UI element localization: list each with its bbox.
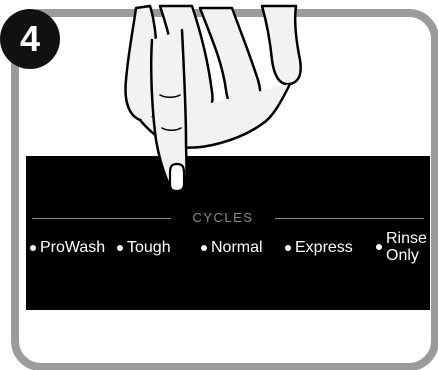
cycle-option-label: Tough [127, 239, 171, 257]
cycle-option-label-line2: Only [386, 247, 427, 264]
cycle-option-label-stack: Rinse Only [386, 230, 427, 264]
cycle-option-prowash[interactable]: ProWash [30, 239, 105, 257]
cycles-header: CYCLES [26, 211, 430, 225]
cycle-option-normal[interactable]: Normal [201, 239, 263, 257]
divider-right [275, 218, 424, 219]
cycle-option-tough[interactable]: Tough [117, 239, 171, 257]
cycle-option-express[interactable]: Express [285, 239, 353, 257]
divider-left [32, 218, 171, 219]
indicator-dot-icon [376, 244, 382, 250]
indicator-dot-icon [285, 245, 291, 251]
cycle-option-label: Express [295, 239, 353, 257]
indicator-dot-icon [117, 245, 123, 251]
indicator-dot-icon [201, 245, 207, 251]
indicator-dot-icon [30, 245, 36, 251]
cycle-option-rinse-only[interactable]: Rinse Only [376, 230, 427, 264]
cycle-option-label: ProWash [40, 239, 105, 257]
control-panel: CYCLES ProWash Tough Normal Express Rins… [26, 156, 430, 310]
step-number-badge: 4 [0, 9, 60, 69]
cycle-option-label-line1: Rinse [386, 230, 427, 247]
cycles-label: CYCLES [174, 211, 272, 225]
cycle-option-label: Normal [211, 239, 263, 257]
